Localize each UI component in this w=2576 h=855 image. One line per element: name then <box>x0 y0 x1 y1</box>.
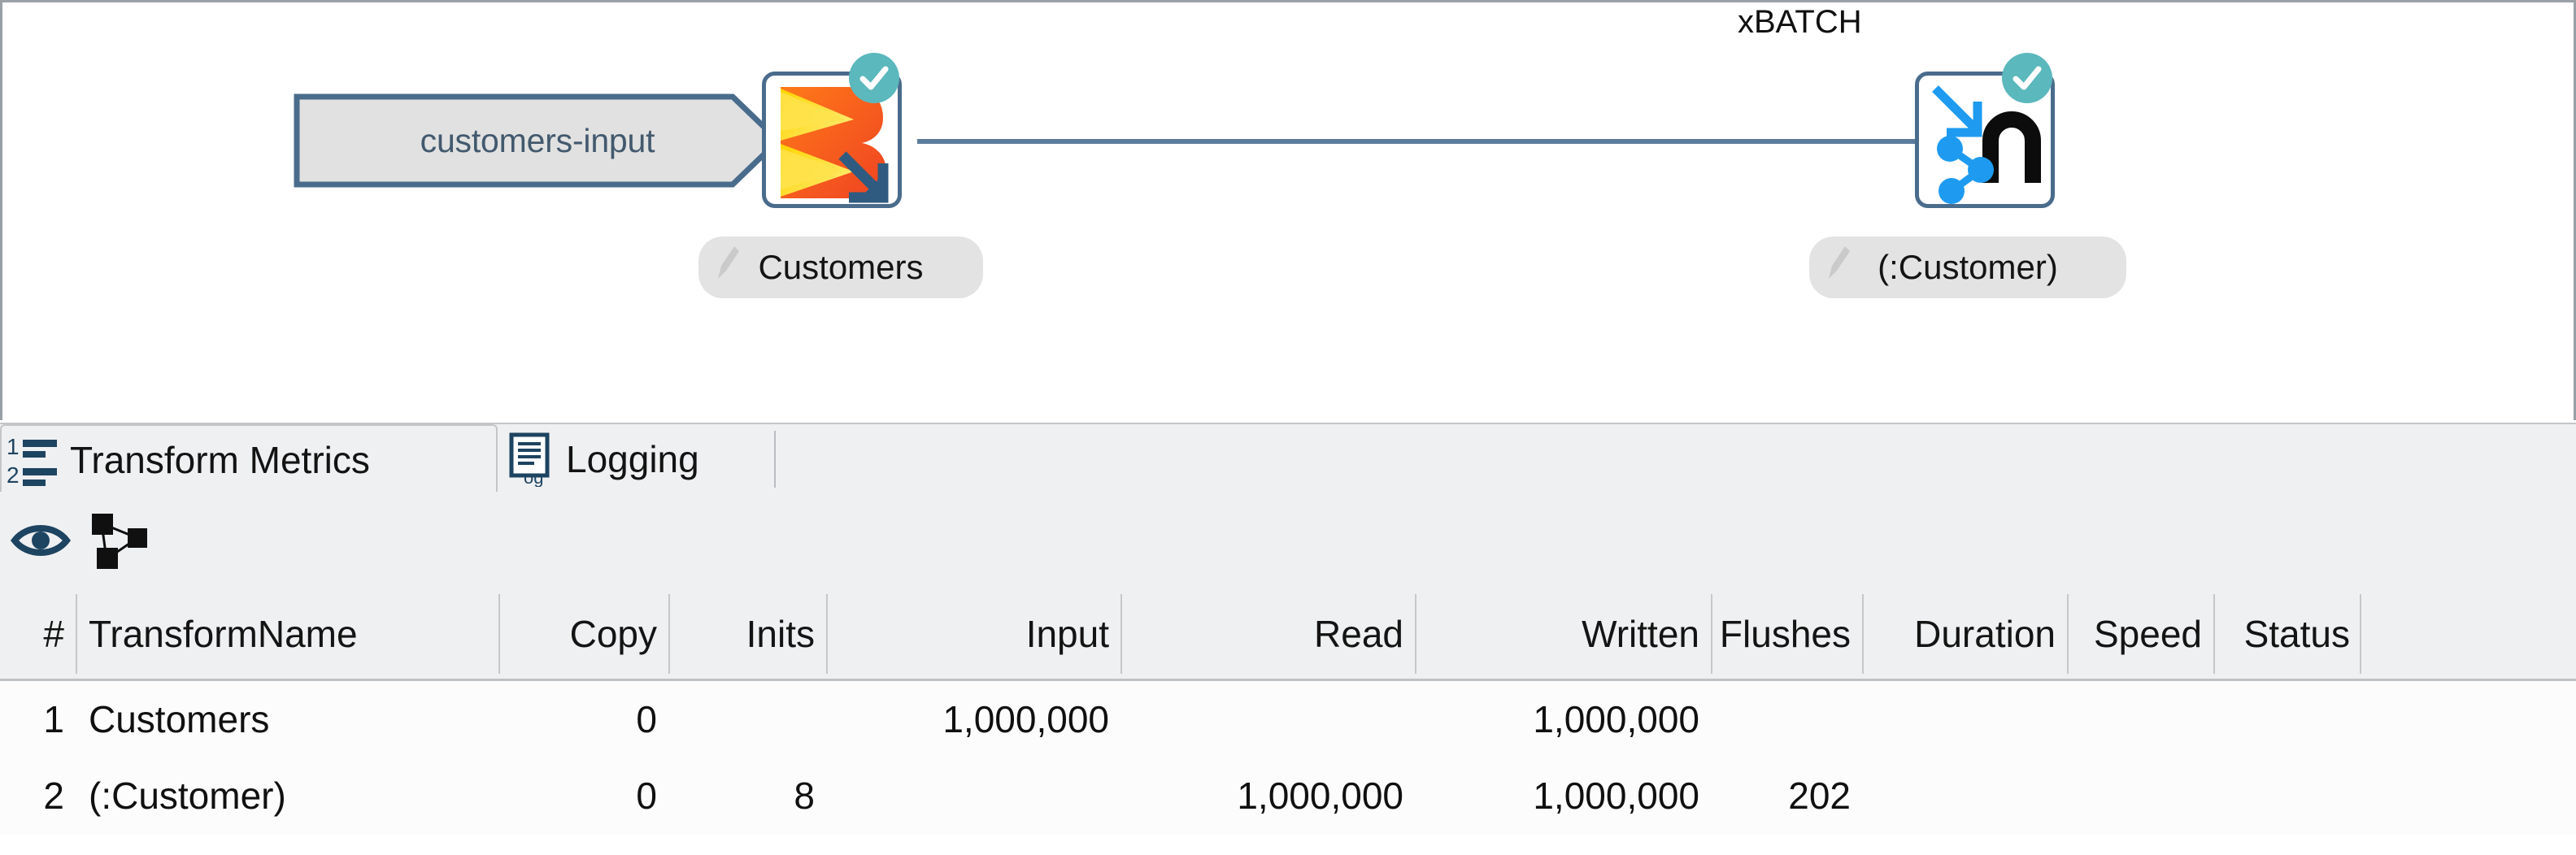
column-separator[interactable] <box>1415 594 1416 674</box>
col-header-name[interactable]: TransformName <box>89 613 358 655</box>
check-icon <box>2012 66 2042 90</box>
cell-written: 1,000,000 <box>1533 775 1699 817</box>
column-separator[interactable] <box>2067 594 2069 674</box>
transform-node-customer-title: xBATCH <box>1738 4 1862 40</box>
cell-speed <box>2069 757 2213 834</box>
cell-duration <box>1864 681 2067 757</box>
table-row[interactable]: 1 Customers 0 1,000,000 1,000,000 <box>0 681 2576 757</box>
column-separator[interactable] <box>1120 594 1122 674</box>
cell-read: 1,000,000 <box>1237 775 1403 817</box>
input-source-label: customers-input <box>420 121 655 159</box>
col-header-speed[interactable]: Speed <box>2093 613 2202 655</box>
cell-flushes: 202 <box>1788 775 1851 817</box>
svg-text:2: 2 <box>7 462 20 488</box>
svg-text:1: 1 <box>7 434 20 459</box>
cell-inits <box>670 681 826 757</box>
pipeline-canvas[interactable]: customers-input <box>0 0 2576 420</box>
cell-flushes <box>1712 681 1862 757</box>
bottom-panel-tabs: 1 2 Transform Metrics og Logging <box>0 423 2576 493</box>
col-header-copy[interactable]: Copy <box>569 613 657 655</box>
col-header-inits[interactable]: Inits <box>746 613 815 655</box>
input-source-node[interactable]: customers-input <box>294 93 781 188</box>
cell-written: 1,000,000 <box>1533 698 1699 740</box>
input-source-shape <box>294 93 781 188</box>
column-separator[interactable] <box>498 594 500 674</box>
cell-read <box>1122 681 1415 757</box>
eye-icon <box>11 525 71 556</box>
transform-node-customers-label[interactable]: Customers <box>698 237 983 298</box>
cell-speed <box>2069 681 2213 757</box>
table-row[interactable]: 2 (:Customer) 0 8 1,000,000 1,000,000 20… <box>0 757 2576 834</box>
node-label-text: Customers <box>758 248 924 286</box>
column-separator[interactable] <box>1711 594 1712 674</box>
check-icon <box>859 66 889 90</box>
column-separator[interactable] <box>826 594 828 674</box>
cell-name: Customers <box>89 698 270 740</box>
cell-inits: 8 <box>794 775 815 817</box>
transform-node-customer-label[interactable]: (:Customer) <box>1809 237 2126 298</box>
log-document-icon: og <box>509 432 550 487</box>
cell-input <box>828 757 1120 834</box>
col-header-read[interactable]: Read <box>1314 613 1403 655</box>
cell-status <box>2215 757 2361 834</box>
cell-status <box>2215 681 2361 757</box>
col-header-flushes[interactable]: Flushes <box>1719 613 1851 655</box>
cell-copy: 0 <box>636 775 657 817</box>
edit-pencil-icon <box>1829 246 1850 279</box>
node-status-check-badge <box>849 53 899 103</box>
table-header-row: # TransformName Copy Inits Input Read Wr… <box>0 589 2576 681</box>
graph-nodes-icon <box>92 514 147 569</box>
cell-num: 2 <box>43 775 64 817</box>
show-preview-button[interactable] <box>7 506 75 575</box>
column-separator[interactable] <box>76 594 77 674</box>
cell-num: 1 <box>43 698 64 740</box>
column-separator[interactable] <box>668 594 670 674</box>
col-header-input[interactable]: Input <box>1025 613 1109 655</box>
tab-label: Logging <box>566 437 699 480</box>
col-header-written[interactable]: Written <box>1582 613 1699 655</box>
col-header-duration[interactable]: Duration <box>1914 613 2056 655</box>
transform-node-customers[interactable] <box>762 53 902 208</box>
column-separator[interactable] <box>2213 594 2215 674</box>
tab-label: Transform Metrics <box>70 438 370 481</box>
node-label-text: (:Customer) <box>1878 248 2058 286</box>
tab-logging[interactable]: og Logging <box>504 424 772 493</box>
edit-pencil-icon <box>718 246 739 279</box>
transform-metrics-table[interactable]: # TransformName Copy Inits Input Read Wr… <box>0 589 2576 855</box>
transform-node-customer[interactable] <box>1915 53 2055 208</box>
col-header-status[interactable]: Status <box>2243 613 2350 655</box>
tab-transform-metrics[interactable]: 1 2 Transform Metrics <box>0 424 498 493</box>
cell-input: 1,000,000 <box>942 698 1109 740</box>
column-separator[interactable] <box>1862 594 1864 674</box>
transform-direction-arrow-icon <box>838 151 889 203</box>
svg-text:og: og <box>524 467 543 487</box>
numbered-list-icon: 1 2 <box>7 434 57 488</box>
col-header-num[interactable]: # <box>43 613 64 655</box>
show-graph-button[interactable] <box>85 506 153 575</box>
cell-duration <box>1864 757 2067 834</box>
tab-strip-divider <box>774 431 776 488</box>
cell-name: (:Customer) <box>89 775 286 817</box>
neo4j-graph-output-icon <box>1932 85 2041 204</box>
cell-copy: 0 <box>636 698 657 740</box>
node-status-check-badge <box>2002 53 2052 103</box>
column-separator[interactable] <box>2360 594 2361 674</box>
metrics-toolbar <box>0 492 2576 589</box>
hop-line[interactable] <box>917 139 2039 144</box>
